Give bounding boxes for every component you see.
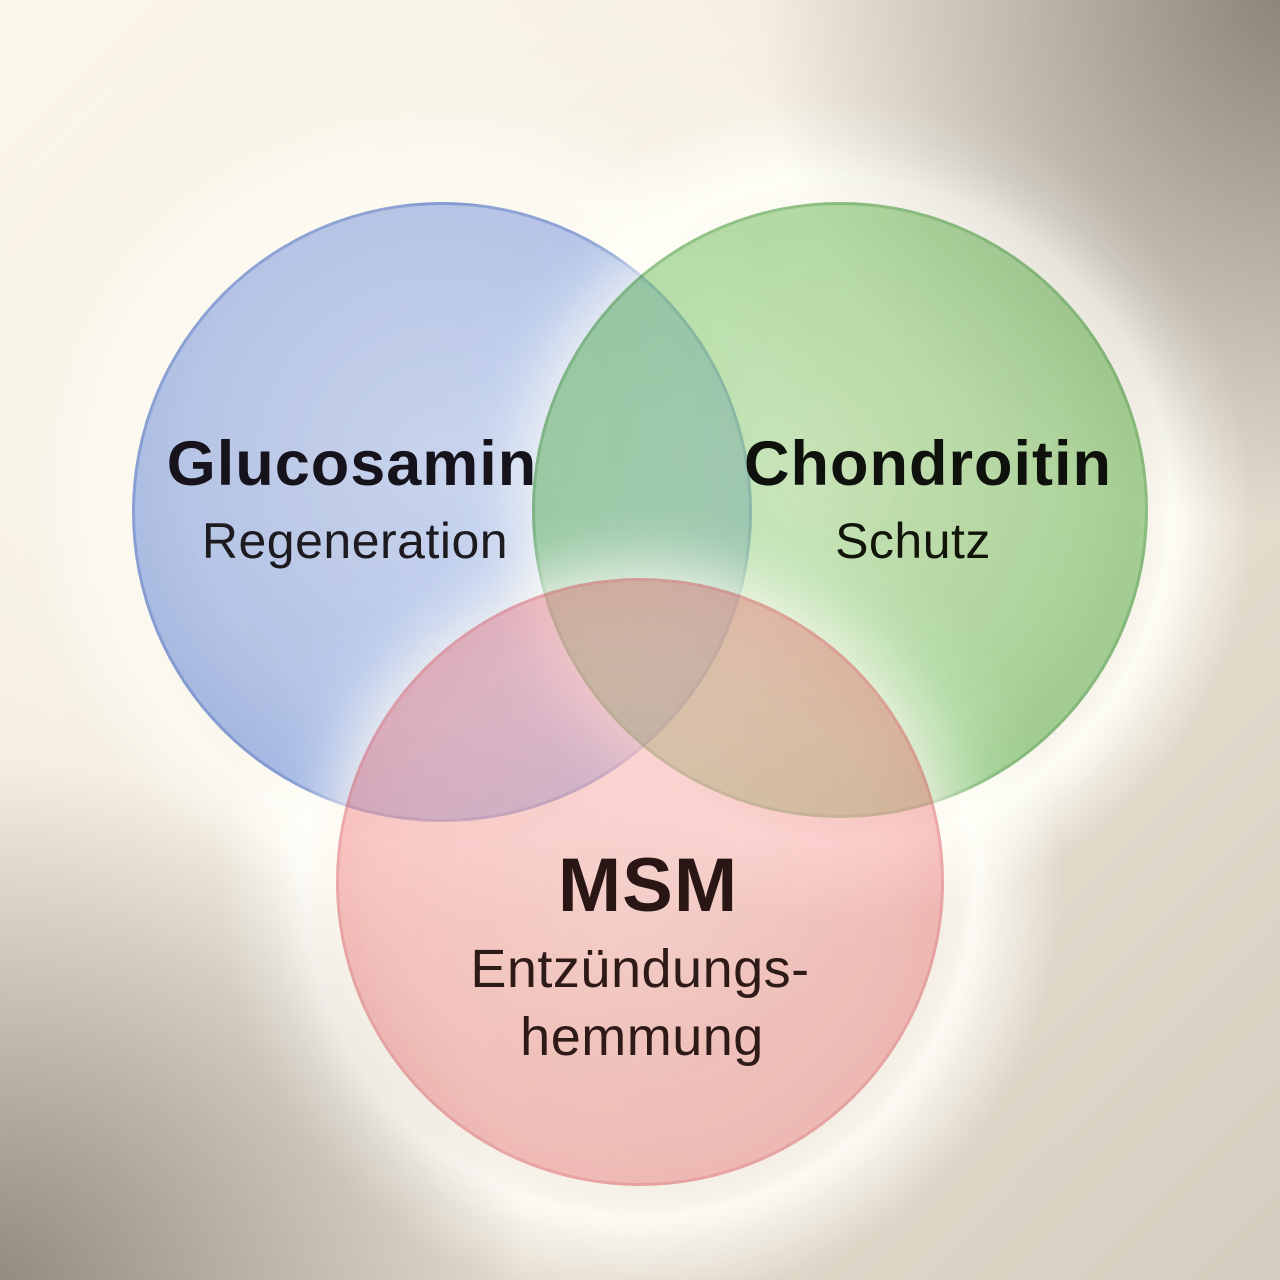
circle-msm bbox=[336, 578, 944, 1186]
glucosamin-title: Glucosamin bbox=[166, 429, 538, 499]
msm-subtitle-line-2: hemmung bbox=[520, 1007, 764, 1067]
msm-title: MSM bbox=[557, 843, 739, 928]
msm-subtitle-line-1: Entzündungs- bbox=[470, 939, 810, 999]
glucosamin-subtitle: Regeneration bbox=[201, 513, 509, 569]
chondroitin-title: Chondroitin bbox=[744, 429, 1112, 499]
chondroitin-subtitle: Schutz bbox=[835, 513, 991, 569]
